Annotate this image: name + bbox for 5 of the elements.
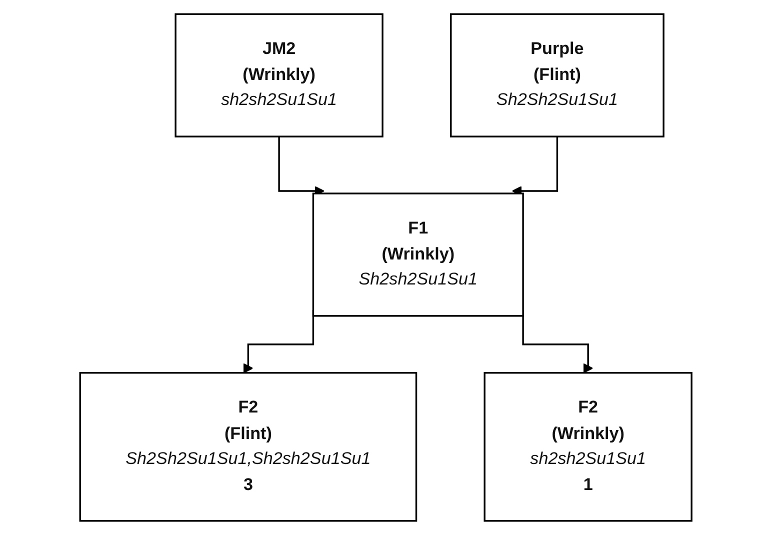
node-box (312, 192, 524, 317)
node-box (484, 372, 693, 522)
node-box (450, 13, 665, 138)
node-box (79, 372, 418, 522)
node-box (174, 13, 384, 138)
